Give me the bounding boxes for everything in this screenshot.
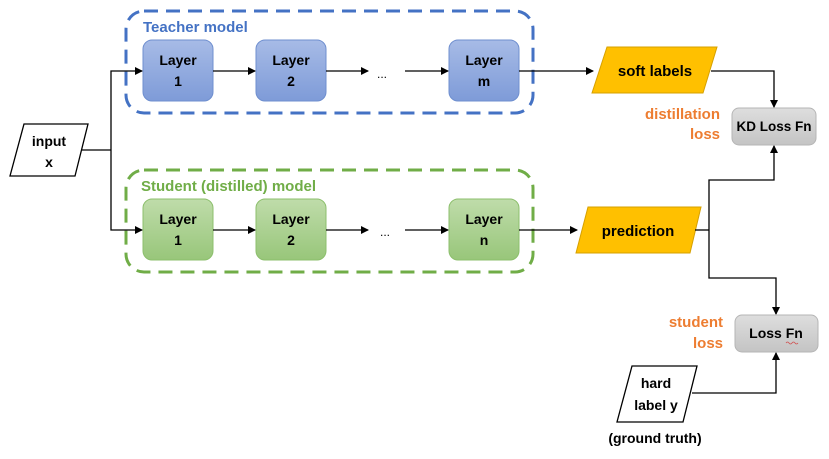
svg-text:x: x (45, 154, 53, 170)
svg-text:soft labels: soft labels (618, 63, 692, 80)
arrow-input-student (110, 150, 143, 234)
kd-loss-fn: KD Loss Fn (731, 107, 817, 146)
svg-text:1: 1 (174, 232, 182, 248)
svg-text:Layer: Layer (159, 211, 197, 227)
student-model-group (124, 168, 535, 274)
prediction: prediction (575, 206, 702, 254)
teacher-ellipsis: ... (377, 67, 387, 81)
arrow-prediction-loss (708, 230, 780, 315)
student-model-title: Student (distilled) model (141, 178, 316, 195)
student-ellipsis: ... (380, 225, 390, 239)
svg-text:Layer: Layer (465, 211, 503, 227)
soft-labels: soft labels (591, 46, 718, 94)
svg-text:KD Loss Fn: KD Loss Fn (736, 119, 811, 134)
distillation-loss-label: distillation (645, 106, 720, 123)
teacher-model-group (124, 9, 535, 115)
student-layer-2: Layer 2 (255, 198, 327, 261)
teacher-layer-2: Layer 2 (255, 39, 327, 102)
input-x: input x (9, 123, 89, 177)
svg-text:Layer: Layer (159, 52, 197, 68)
svg-text:m: m (478, 73, 490, 89)
svg-text:Loss Fn: Loss Fn (749, 325, 803, 341)
hard-label-y: hard label y (616, 365, 698, 423)
svg-text:prediction: prediction (602, 223, 675, 240)
svg-text:n: n (480, 232, 489, 248)
svg-text:label y: label y (634, 397, 678, 413)
svg-text:Layer: Layer (272, 211, 310, 227)
svg-text:2: 2 (287, 232, 295, 248)
loss-fn: Loss Fn (734, 314, 819, 353)
student-loss-label-2: loss (693, 335, 723, 352)
teacher-model-title: Teacher model (143, 19, 248, 36)
svg-text:input: input (32, 133, 67, 149)
distillation-loss-label-2: loss (690, 126, 720, 143)
student-layer-1: Layer 1 (142, 198, 214, 261)
svg-text:hard: hard (641, 375, 671, 391)
student-loss-label: student (669, 314, 723, 331)
arrow-soft-labels-kd (711, 70, 778, 108)
arrow-input-teacher (110, 67, 143, 150)
arrow-hard-label-loss (692, 352, 780, 394)
teacher-layer-1: Layer 1 (142, 39, 214, 102)
student-layer-n: Layer n (448, 198, 520, 261)
ground-truth-caption: (ground truth) (608, 430, 701, 446)
teacher-layer-m: Layer m (448, 39, 520, 102)
svg-text:Layer: Layer (465, 52, 503, 68)
spellcheck-underline (785, 341, 799, 345)
svg-text:1: 1 (174, 73, 182, 89)
svg-text:2: 2 (287, 73, 295, 89)
svg-text:Layer: Layer (272, 52, 310, 68)
arrow-prediction-kd (708, 145, 778, 230)
